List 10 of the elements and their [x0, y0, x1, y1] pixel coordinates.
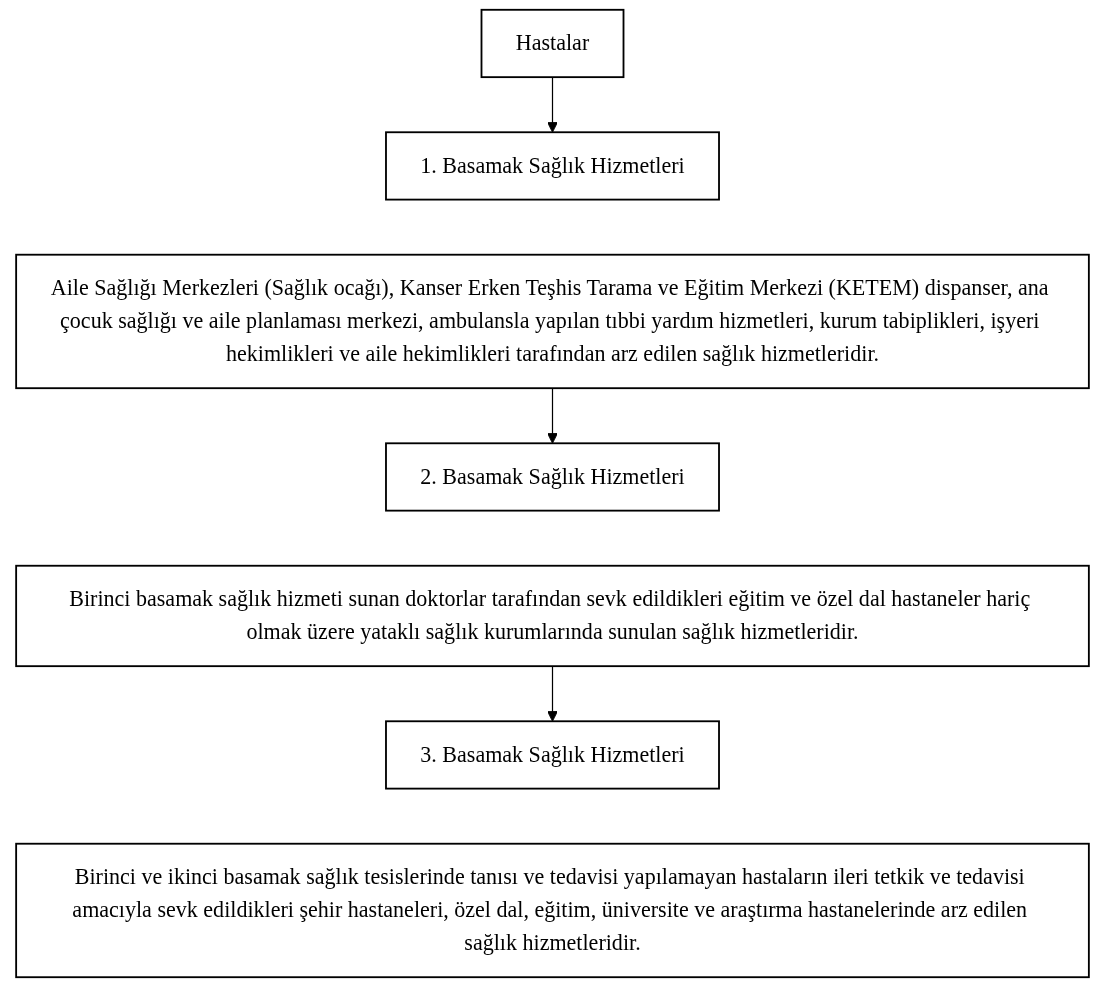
arrow: [547, 387, 558, 444]
node-box: Birinci ve ikinci basamak sağlık tesislerinde tanısı ve tedavisi yapılamayan hastaların ileri tetkik ve tedavisi amacıyla sevk edildikleri şehir hastaneleri, özel dal, eğitim, üniversite ve araştırma hastanelerinde arz edilen sağlık hizmetleridir.: [15, 842, 1090, 979]
node-box: Hastalar: [480, 8, 625, 79]
node-box: 3. Basamak Sağlık Hizmetleri: [385, 720, 720, 790]
node-box: Birinci basamak sağlık hizmeti sunan doktorlar tarafından sevk edildikleri eğitim ve özel dal hastaneler hariç olmak üzere yataklı sağlık kurumlarında sunulan sağlık hizmetleridir.: [15, 564, 1090, 668]
node-box: 1. Basamak Sağlık Hizmetleri: [385, 131, 720, 201]
node-box: 2. Basamak Sağlık Hizmetleri: [385, 442, 720, 512]
arrow: [547, 665, 558, 722]
arrow: [547, 76, 558, 133]
node-box: Aile Sağlığı Merkezleri (Sağlık ocağı), Kanser Erken Teşhis Tarama ve Eğitim Merkezi (KETEM) dispanser, ana çocuk sağlığı ve aile planlaması merkezi, ambulansla yapılan tıbbi yardım hizmetleri, kurum tabiplikleri, işyeri hekimlikleri ve aile hekimlikleri tarafından arz edilen sağlık hizmetleridir.: [15, 253, 1090, 390]
